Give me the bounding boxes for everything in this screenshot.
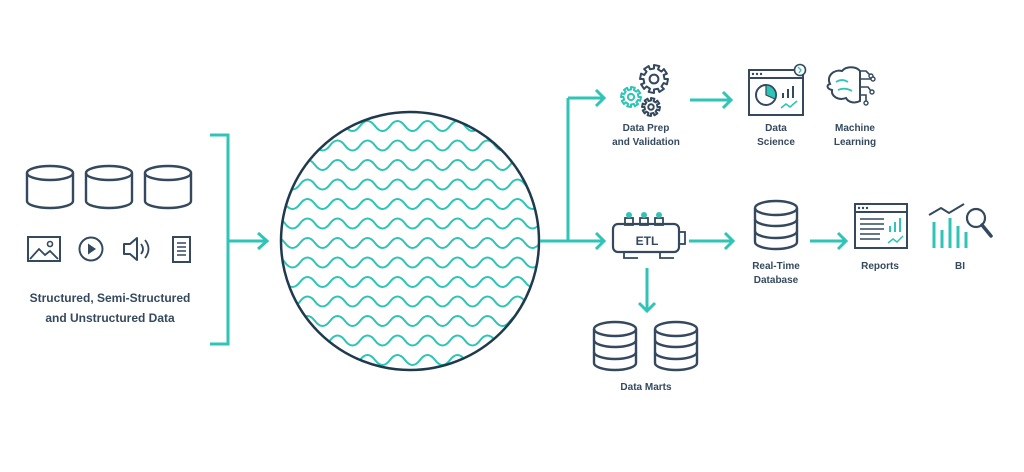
source-database-icon-2 bbox=[84, 164, 134, 210]
lake-output-branch bbox=[540, 98, 570, 243]
speaker-icon bbox=[123, 237, 150, 261]
gear-hole bbox=[626, 92, 636, 102]
etl-label: ETL bbox=[636, 234, 659, 248]
arrow-to-marts-head bbox=[637, 301, 657, 314]
gear-hole bbox=[648, 73, 660, 85]
rtdb-label: Real-Time Database bbox=[736, 260, 816, 288]
arrow-to-etl-head bbox=[594, 231, 607, 251]
wave-line bbox=[282, 217, 538, 230]
wave-line bbox=[282, 178, 538, 191]
source-database-icon-1 bbox=[25, 164, 75, 210]
reports-label: Reports bbox=[840, 260, 920, 274]
arrow-to-reports-head bbox=[836, 231, 849, 251]
rtdb-label-line-2: Database bbox=[753, 275, 799, 286]
prep-label: Data Prep and Validation bbox=[596, 122, 696, 150]
gear-hole bbox=[647, 103, 655, 111]
ml-label-line-1: Machine bbox=[834, 123, 875, 134]
prep-label-line-1: Data Prep bbox=[622, 123, 670, 134]
play-icon bbox=[78, 236, 104, 262]
ml-label: Machine Learning bbox=[815, 122, 895, 150]
science-label-line-1: Data bbox=[765, 123, 787, 134]
gear-body bbox=[620, 86, 642, 108]
wave-line bbox=[282, 237, 538, 249]
analytics-window-icon bbox=[748, 63, 807, 116]
arrow-to-lake-head bbox=[257, 231, 270, 251]
science-label-line-2: Science bbox=[757, 137, 795, 148]
wave-line bbox=[282, 159, 538, 171]
wave-line bbox=[282, 139, 538, 152]
wave-line bbox=[282, 334, 538, 347]
sources-label-line-2: and Unstructured Data bbox=[45, 311, 175, 325]
document-icon bbox=[172, 236, 191, 263]
wave-line bbox=[282, 198, 538, 210]
gear-large-icon bbox=[639, 64, 669, 94]
wave-line bbox=[282, 276, 538, 288]
gears-icon bbox=[620, 64, 669, 117]
arrow-to-rtdb-head bbox=[723, 231, 736, 251]
brain-circuit-icon bbox=[826, 66, 876, 106]
sources-label: Structured, Semi-Structured and Unstruct… bbox=[0, 288, 220, 328]
gear-body bbox=[639, 64, 669, 94]
arrow-to-science-head bbox=[721, 90, 734, 110]
rtdb-label-line-1: Real-Time bbox=[752, 261, 800, 272]
bi-label-text: BI bbox=[955, 261, 965, 272]
bi-label: BI bbox=[920, 260, 1000, 274]
ml-label-line-2: Learning bbox=[833, 137, 877, 148]
reports-label-text: Reports bbox=[861, 261, 899, 272]
arrow-to-prep-head bbox=[594, 88, 607, 108]
gear-small-left-icon bbox=[620, 86, 642, 108]
data-mart-database-icon-2 bbox=[653, 320, 699, 372]
bar-chart-magnifier-icon bbox=[928, 203, 993, 248]
science-label: Data Science bbox=[736, 122, 816, 150]
data-mart-database-icon-1 bbox=[592, 320, 638, 372]
marts-label: Data Marts bbox=[596, 381, 696, 395]
gear-body bbox=[641, 97, 661, 117]
data-lake-circle bbox=[279, 110, 541, 372]
wave-line bbox=[282, 120, 538, 132]
prep-label-line-2: and Validation bbox=[612, 137, 680, 148]
gear-small-right-icon bbox=[641, 97, 661, 117]
wave-line bbox=[282, 354, 538, 366]
wave-line bbox=[282, 295, 538, 308]
marts-label-text: Data Marts bbox=[620, 382, 672, 393]
etl-machine-icon bbox=[611, 212, 686, 259]
image-icon bbox=[27, 236, 61, 262]
sources-label-line-1: Structured, Semi-Structured bbox=[29, 291, 191, 305]
source-database-icon-3 bbox=[143, 164, 193, 210]
report-window-icon bbox=[854, 203, 908, 249]
wave-line bbox=[282, 256, 538, 269]
realtime-database-icon bbox=[753, 199, 799, 251]
